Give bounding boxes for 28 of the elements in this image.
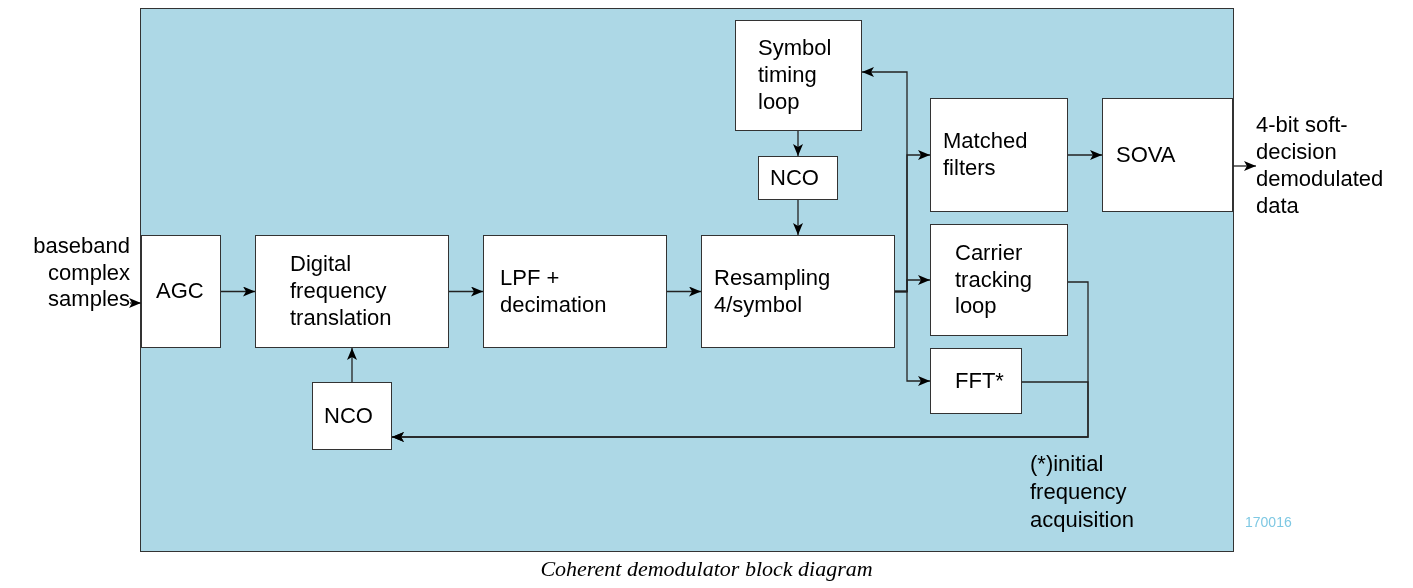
- arrow: [793, 199, 803, 236]
- arrow: [448, 286, 484, 297]
- arrow: [1067, 150, 1103, 160]
- process-block: SOVA: [1102, 98, 1233, 212]
- arrow: [347, 347, 357, 383]
- system-panel: [140, 8, 1234, 552]
- process-block: NCO: [758, 156, 838, 200]
- caption: Coherent demodulator block diagram: [539, 556, 874, 582]
- figure-number: 170016: [1245, 514, 1292, 530]
- process-block: AGC: [141, 235, 221, 348]
- arrow: [129, 298, 142, 308]
- signal-text: 4-bit soft-decision demodulated data: [1256, 96, 1413, 236]
- process-block: Resampling 4/symbol: [701, 235, 895, 348]
- arrow: [894, 290, 931, 386]
- note-text: (*)initial frequency acquisition: [1030, 450, 1135, 535]
- process-block: FFT*: [930, 348, 1022, 414]
- process-block: Carrier tracking loop: [930, 224, 1068, 336]
- signal-text: baseband complex samples: [4, 226, 130, 320]
- arrow: [793, 130, 803, 157]
- arrow: [1232, 161, 1257, 171]
- process-block: Digital frequency translation: [255, 235, 449, 348]
- process-block: Matched filters: [930, 98, 1068, 212]
- arrow: [220, 286, 256, 297]
- process-block: NCO: [312, 382, 392, 450]
- arrow: [666, 286, 702, 297]
- process-block: Symbol timing loop: [735, 20, 862, 131]
- arrow: [391, 381, 1089, 442]
- process-block: LPF + decimation: [483, 235, 667, 348]
